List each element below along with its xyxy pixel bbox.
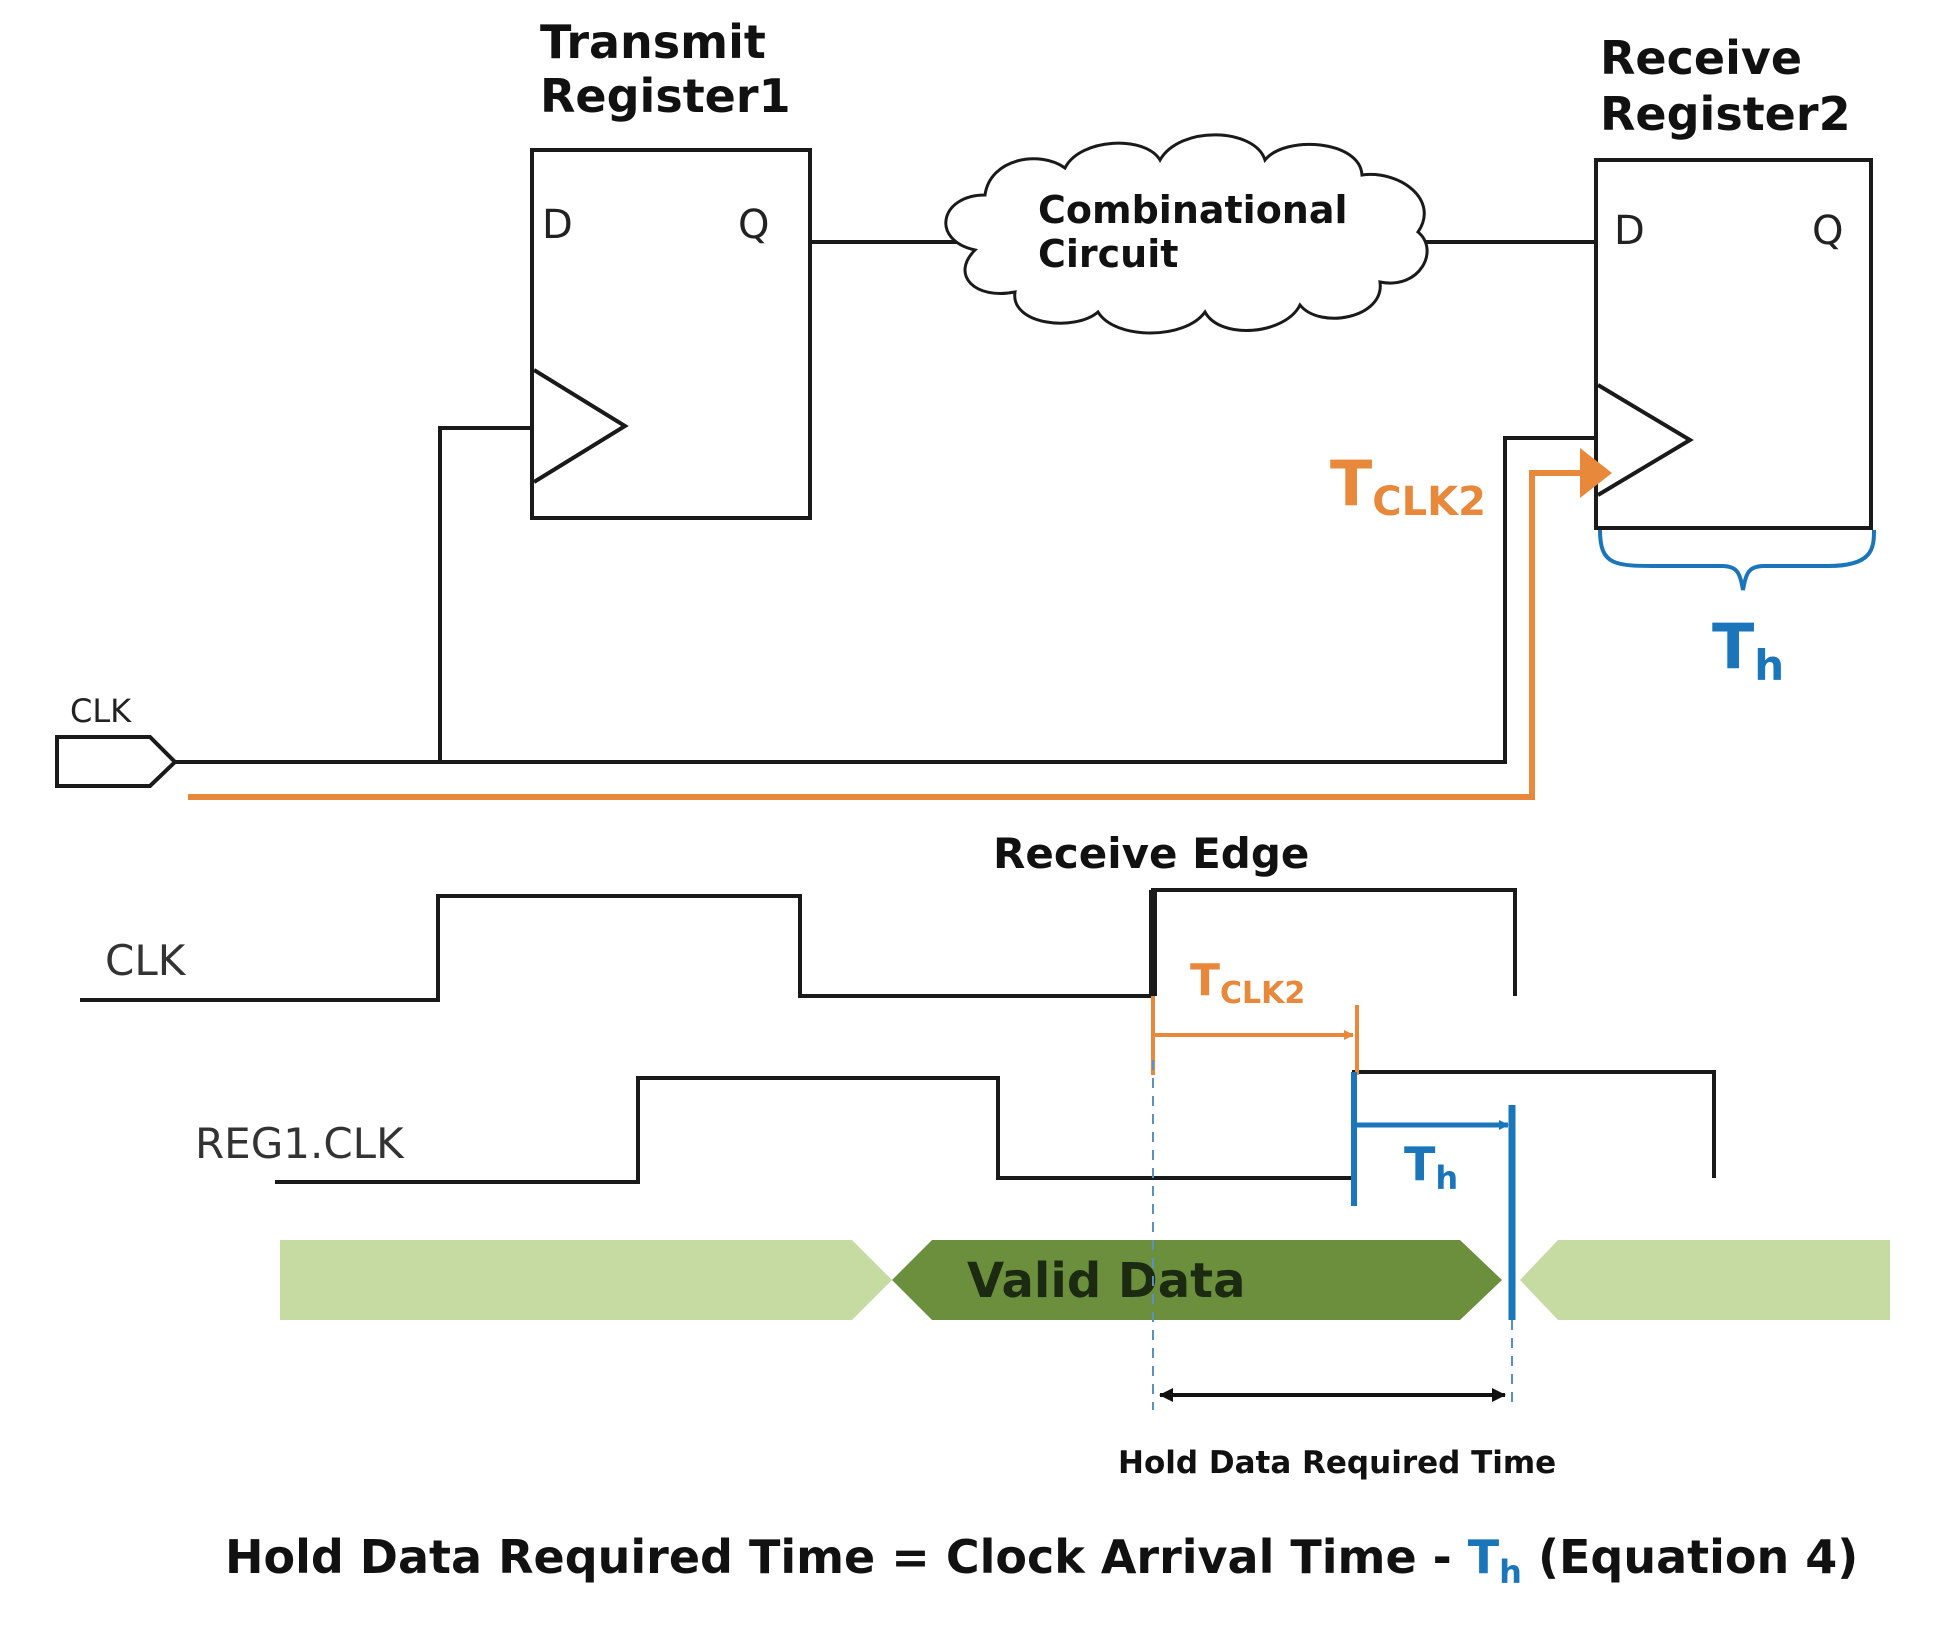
receive-register-title-line1: Receive [1600,31,1802,85]
clk-source-label: CLK [70,692,132,730]
clk-wire-to-register1 [438,426,534,762]
clk-waveform [80,888,1517,1002]
receive-q-pin: Q [1812,208,1843,254]
th-label-timing: Th [1404,1137,1458,1197]
data-segment-before [280,1240,892,1320]
combinational-label-line2: Circuit [1038,232,1178,276]
data-segment-after [1520,1240,1890,1320]
clk-input-port-icon [55,735,178,788]
th-label-top: Th [1712,610,1784,690]
clk-wire-to-register2 [175,436,1597,764]
hold-time-brace [1598,529,1876,591]
tclk2-arrowhead-icon [1580,448,1612,498]
combinational-label-line1: Combinational [1038,188,1348,232]
transmit-d-pin: D [542,202,573,248]
receive-edge-label: Receive Edge [993,829,1309,878]
hold-required-time-label: Hold Data Required Time [1118,1445,1556,1481]
receive-register-title-line2: Register2 [1600,87,1851,141]
combinational-circuit-cloud: Combinational Circuit [944,133,1429,335]
transmit-clock-triangle-icon [532,368,629,484]
tclk2-label-timing: TCLK2 [1190,955,1305,1011]
valid-data-label: Valid Data [967,1253,1245,1309]
transmit-register-title-line2: Register1 [540,69,791,123]
reg1-clk-waveform [275,1070,1716,1184]
transmit-register-title-line1: Transmit [540,15,766,69]
receive-d-pin: D [1614,208,1645,254]
tclk2-label-top: TCLK2 [1330,447,1486,525]
transmit-register: Transmit Register1 D Q [530,15,812,520]
hold-equation: Hold Data Required Time = Clock Arrival … [225,1530,1858,1591]
receive-register: Receive Register2 D Q [1594,31,1873,530]
valid-data-segment [892,1240,1502,1320]
reg1-clk-wave-label: REG1.CLK [195,1119,405,1168]
transmit-q-pin: Q [738,202,769,248]
clk-wave-label: CLK [105,936,187,985]
tclk2-clock-path [188,470,1580,800]
receive-clock-triangle-icon [1596,383,1694,497]
